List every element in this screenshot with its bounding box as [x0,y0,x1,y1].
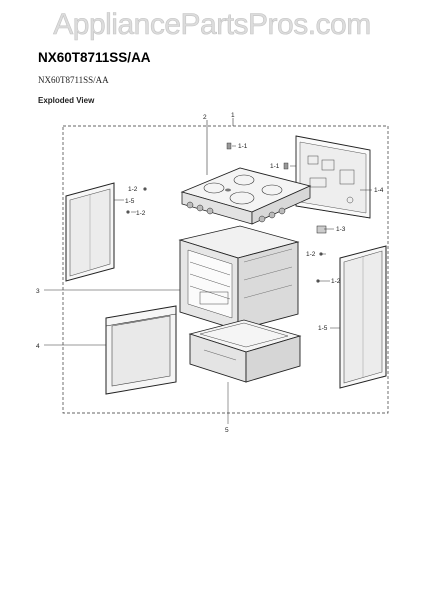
callout-1-1-right: 1-1 [270,163,280,170]
left-side-panel-part [65,182,115,282]
back-panel-part [295,135,371,219]
callout-1-4: 1-4 [374,187,384,194]
right-side-panel-part [339,245,387,389]
callout-1-5-left: 1-5 [125,198,135,205]
watermark: AppliancePartsPros.com [53,8,372,42]
callout-3: 3 [36,288,40,295]
callout-1-2-upper-left: 1-2 [128,186,138,193]
callout-1-1-top: 1-1 [238,143,248,150]
callout-1-3: 1-3 [336,226,346,233]
fastener-parts [126,142,327,283]
callout-4: 4 [36,343,40,350]
callout-2: 2 [203,114,207,121]
callout-1-5-right: 1-5 [318,325,328,332]
callout-1-2-lower-right: 1-2 [331,278,341,285]
callout-1-2-upper-right: 1-2 [306,251,316,258]
callout-5: 5 [225,427,229,434]
page-title: NX60T8711SS/AA [38,50,151,65]
leader-lines [44,145,372,424]
callout-1: 1 [231,112,235,119]
assembly-boundary [62,125,389,414]
view-label: Exploded View [38,96,95,105]
callout-1-2-lower-left: 1-2 [136,210,146,217]
model-subtitle: NX60T8711SS/AA [38,75,109,85]
oven-body-part [178,225,300,331]
cooktop-part [180,167,312,225]
oven-door-part [105,305,177,395]
drawer-part [188,319,302,383]
